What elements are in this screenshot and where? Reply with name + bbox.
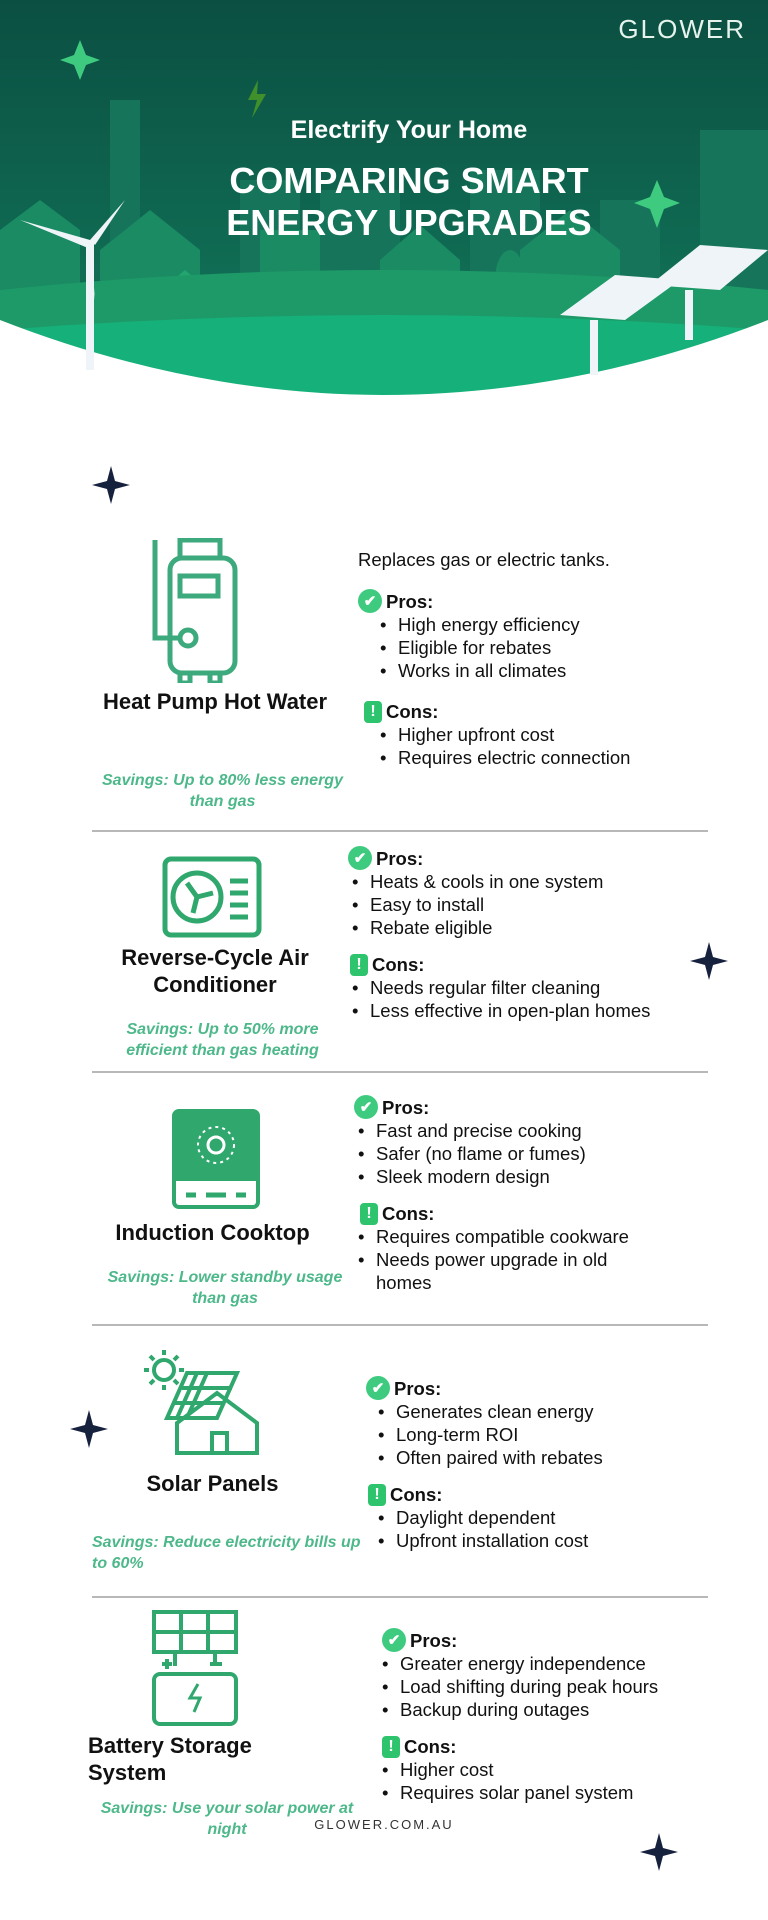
savings-text: Savings: Lower standby usage than gas bbox=[107, 1269, 343, 1307]
sparkle-icon bbox=[60, 40, 100, 80]
pro-item: Eligible for rebates bbox=[380, 636, 630, 659]
pros-heading: ✔Pros: bbox=[348, 846, 650, 870]
cons-heading: !Cons: bbox=[350, 953, 650, 976]
divider bbox=[92, 830, 708, 832]
pros-label: Pros: bbox=[382, 1096, 430, 1118]
water-heater-icon bbox=[152, 538, 238, 683]
check-icon: ✔ bbox=[358, 589, 382, 613]
warning-icon: ! bbox=[382, 1735, 400, 1758]
star-icon bbox=[690, 942, 728, 980]
con-item: Higher upfront cost bbox=[380, 723, 630, 746]
savings-text: Savings: Use your solar power at night bbox=[100, 1800, 354, 1838]
savings-text: Savings: Reduce electricity bills up to … bbox=[92, 1534, 361, 1572]
pro-item: Backup during outages bbox=[382, 1698, 658, 1721]
pro-item: Long-term ROI bbox=[378, 1423, 603, 1446]
subtitle: Electrify Your Home bbox=[290, 116, 528, 144]
con-item: Requires compatible cookware bbox=[358, 1225, 658, 1248]
title-line: COMPARING SMART bbox=[229, 160, 589, 201]
pro-item: Fast and precise cooking bbox=[358, 1119, 658, 1142]
upgrade-name: Solar Panels bbox=[146, 1471, 279, 1496]
con-item: Requires electric connection bbox=[380, 746, 630, 769]
divider bbox=[92, 1324, 708, 1326]
air-conditioner-icon bbox=[162, 856, 262, 938]
pro-item: Rebate eligible bbox=[352, 916, 650, 939]
pro-item: Heats & cools in one system bbox=[352, 870, 650, 893]
city-illustration bbox=[0, 0, 768, 400]
cons-label: Cons: bbox=[372, 954, 425, 975]
lightning-icon bbox=[248, 80, 266, 118]
star-icon bbox=[70, 1410, 108, 1448]
check-icon: ✔ bbox=[348, 846, 372, 870]
cons-label: Cons: bbox=[404, 1736, 457, 1757]
pro-item: Load shifting during peak hours bbox=[382, 1675, 658, 1698]
warning-icon: ! bbox=[364, 700, 382, 723]
pro-item: High energy efficiency bbox=[380, 613, 630, 636]
footer-url[interactable]: GLOWER.COM.AU bbox=[314, 1817, 454, 1832]
pro-item: Greater energy independence bbox=[382, 1652, 658, 1675]
star-icon bbox=[92, 466, 130, 504]
upgrade-name: Induction Cooktop bbox=[115, 1220, 310, 1245]
brand-logo: GLOWER bbox=[618, 14, 746, 44]
pro-item: Easy to install bbox=[352, 893, 650, 916]
cons-heading: !Cons: bbox=[360, 1202, 658, 1225]
pro-item: Safer (no flame or fumes) bbox=[358, 1142, 658, 1165]
con-item: Requires solar panel system bbox=[382, 1781, 658, 1804]
star-icon bbox=[640, 1833, 678, 1871]
divider bbox=[92, 1596, 708, 1598]
cons-heading: !Cons: bbox=[382, 1735, 658, 1758]
title-line: ENERGY UPGRADES bbox=[226, 202, 592, 243]
pros-label: Pros: bbox=[394, 1377, 442, 1399]
upgrade-name: Battery Storage System bbox=[88, 1733, 252, 1785]
check-icon: ✔ bbox=[382, 1628, 406, 1652]
battery-solar-icon bbox=[152, 1610, 238, 1726]
divider bbox=[92, 1071, 708, 1073]
con-item: Less effective in open-plan homes bbox=[352, 999, 650, 1022]
savings-text: Savings: Up to 50% more efficient than g… bbox=[126, 1021, 319, 1059]
check-icon: ✔ bbox=[366, 1376, 390, 1400]
cooktop-icon bbox=[172, 1109, 260, 1209]
pros-heading: ✔Pros: bbox=[366, 1376, 603, 1400]
check-icon: ✔ bbox=[354, 1095, 378, 1119]
con-item: Daylight dependent bbox=[378, 1506, 603, 1529]
savings-text: Savings: Up to 80% less energy than gas bbox=[102, 772, 343, 810]
pros-heading: ✔Pros: bbox=[358, 589, 630, 613]
sparkle-icon bbox=[634, 180, 680, 228]
solar-house-icon bbox=[144, 1350, 259, 1455]
cons-label: Cons: bbox=[390, 1484, 443, 1505]
warning-icon: ! bbox=[360, 1202, 378, 1225]
pros-heading: ✔Pros: bbox=[382, 1628, 658, 1652]
con-item: Higher cost bbox=[382, 1758, 658, 1781]
con-item: Needs power upgrade in old homes bbox=[358, 1248, 658, 1294]
warning-icon: ! bbox=[368, 1483, 386, 1506]
pro-item: Works in all climates bbox=[380, 659, 630, 682]
con-item: Upfront installation cost bbox=[378, 1529, 603, 1552]
intro-text: Replaces gas or electric tanks. bbox=[358, 549, 610, 570]
pros-label: Pros: bbox=[410, 1629, 458, 1651]
upgrade-name: Heat Pump Hot Water bbox=[102, 689, 328, 714]
pros-label: Pros: bbox=[376, 847, 424, 869]
warning-icon: ! bbox=[350, 953, 368, 976]
cons-label: Cons: bbox=[382, 1203, 435, 1224]
pros-label: Pros: bbox=[386, 590, 434, 612]
pro-item: Generates clean energy bbox=[378, 1400, 603, 1423]
cons-label: Cons: bbox=[386, 701, 439, 722]
cons-heading: !Cons: bbox=[368, 1483, 603, 1506]
hero-banner: GLOWER Electrify Your Home COMPARING SMA… bbox=[0, 0, 768, 400]
pro-item: Sleek modern design bbox=[358, 1165, 658, 1188]
upgrade-name: Reverse-Cycle Air Conditioner bbox=[121, 945, 309, 997]
con-item: Needs regular filter cleaning bbox=[352, 976, 650, 999]
cons-heading: !Cons: bbox=[364, 700, 630, 723]
pro-item: Often paired with rebates bbox=[378, 1446, 603, 1469]
pros-heading: ✔Pros: bbox=[354, 1095, 658, 1119]
